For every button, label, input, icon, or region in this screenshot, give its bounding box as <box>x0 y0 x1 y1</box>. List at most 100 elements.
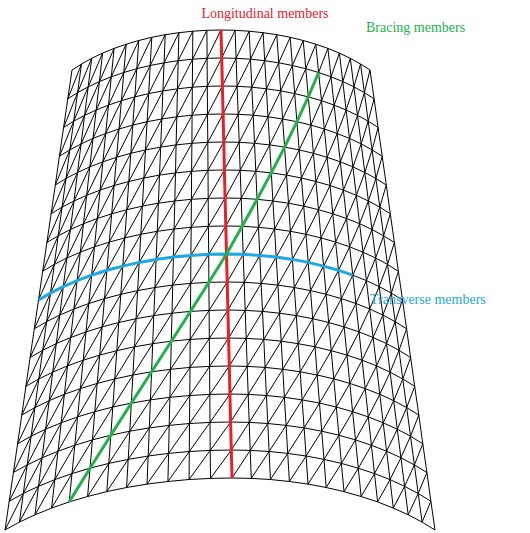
bracing-member <box>62 173 77 208</box>
bracing-member <box>160 145 177 175</box>
bracing-member <box>372 207 380 229</box>
bracing-member <box>119 291 138 323</box>
bracing-member <box>115 347 135 379</box>
bracing-member <box>173 255 191 285</box>
bracing-member <box>35 480 55 515</box>
bracing-member <box>147 453 169 484</box>
bracing-member <box>368 99 374 121</box>
bracing-member <box>308 238 321 263</box>
bracing-member <box>144 147 161 178</box>
bracing-member <box>315 323 329 347</box>
bracing-member <box>339 412 353 436</box>
bracing-member <box>324 435 339 459</box>
longitudinal-member <box>350 58 408 515</box>
bracing-member <box>340 138 349 161</box>
bracing-member <box>119 97 135 129</box>
bracing-member <box>292 234 306 259</box>
bracing-member <box>113 375 133 407</box>
bracing-member <box>387 429 398 451</box>
bracing-member <box>222 30 235 58</box>
bracing-member <box>26 350 43 386</box>
bracing-member <box>383 401 394 423</box>
bracing-member <box>317 351 331 375</box>
bracing-member <box>326 463 341 487</box>
bracing-member <box>306 431 322 456</box>
bracing-member <box>56 309 74 344</box>
bracing-member <box>189 422 210 451</box>
bracing-member <box>322 407 337 431</box>
bracing-member <box>356 173 365 196</box>
bracing-member <box>97 351 117 384</box>
bracing-member <box>311 101 322 125</box>
bracing-member <box>261 257 276 283</box>
bracing-member <box>114 153 131 185</box>
bracing-highlight <box>69 73 318 502</box>
bracing-member <box>384 214 391 236</box>
bracing-member <box>168 452 189 482</box>
bracing-member <box>350 224 360 247</box>
bracing-member <box>326 270 338 294</box>
bracing-member <box>346 87 354 110</box>
bracing-member <box>350 360 362 383</box>
bracing-member <box>173 227 191 257</box>
longitudinal-member <box>339 53 393 508</box>
transverse-member <box>5 478 435 530</box>
bracing-member <box>52 474 72 509</box>
bracing-member <box>154 285 173 316</box>
bracing-member <box>319 186 331 210</box>
bracing-member <box>231 422 249 450</box>
bracing-member <box>266 369 282 395</box>
bracing-member <box>306 44 316 68</box>
bracing-member <box>283 94 295 119</box>
bracing-member <box>156 229 174 259</box>
bracing-member <box>169 396 190 426</box>
bracing-member <box>343 167 353 190</box>
bracing-member <box>124 41 139 73</box>
bracing-member <box>327 134 337 158</box>
bracing-member <box>336 219 347 243</box>
bracing-member <box>192 114 208 143</box>
bracing-member <box>169 424 190 454</box>
bracing-member <box>129 150 146 182</box>
bracing-member <box>208 198 225 226</box>
bracing-member <box>240 143 254 170</box>
bracing-member <box>211 450 232 478</box>
bracing-member <box>208 86 223 114</box>
bracing-member <box>141 203 159 234</box>
bracing-member <box>178 31 193 61</box>
bracing-member <box>136 288 155 319</box>
bracing-member <box>133 94 149 126</box>
bracing-member <box>207 58 221 86</box>
bracing-member <box>23 458 42 494</box>
bracing-member <box>331 327 344 351</box>
bracing-member <box>107 459 128 491</box>
bracing-member <box>229 338 246 366</box>
bracing-member <box>39 451 59 486</box>
bracing-member <box>78 58 92 92</box>
bracing-member <box>368 179 376 202</box>
bracing-member <box>138 259 157 290</box>
bracing-member <box>249 396 266 423</box>
bracing-member <box>418 473 427 494</box>
bracing-member <box>100 323 119 356</box>
bracing-member <box>375 451 387 473</box>
bracing-member <box>209 226 226 254</box>
bracing-member <box>231 394 249 422</box>
bracing-member <box>298 319 313 344</box>
bracing-member <box>363 230 372 253</box>
bracing-member <box>190 338 209 367</box>
bracing-member <box>353 144 361 167</box>
bracing-member <box>390 350 399 372</box>
bracing-member <box>58 201 74 236</box>
bracing-member <box>163 61 178 91</box>
bracing-member <box>230 366 247 394</box>
bracing-member <box>191 170 208 199</box>
transverse-member <box>51 170 390 214</box>
bracing-member <box>380 372 390 394</box>
bracing-member <box>411 415 419 436</box>
bracing-member <box>376 156 382 178</box>
bracing-member <box>354 64 361 87</box>
bracing-member <box>246 311 262 338</box>
bracing-member <box>43 315 60 350</box>
bracing-member <box>19 486 38 522</box>
